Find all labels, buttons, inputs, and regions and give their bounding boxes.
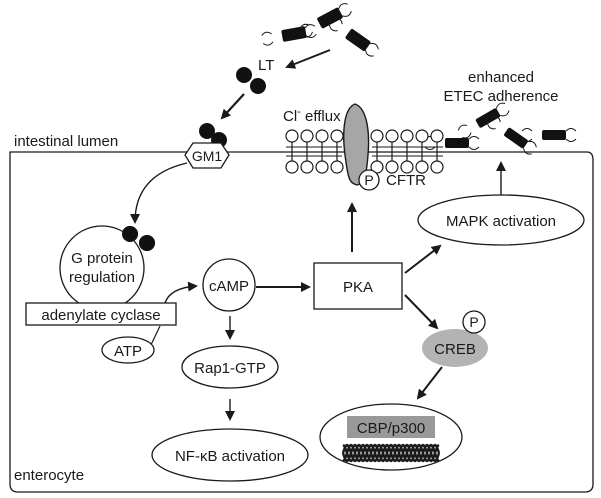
lipid-head: [285, 129, 299, 143]
cftr-phosphate-label: P: [364, 172, 373, 188]
toxin-ball-icon: [199, 123, 215, 139]
lipid-head: [315, 160, 329, 174]
adenylate-cyclase-label: adenylate cyclase: [41, 307, 160, 324]
etec-bacterium-icon: [424, 136, 480, 150]
lipid-head: [430, 129, 444, 143]
atp-node: [101, 336, 155, 364]
cl-efflux-label: Cl- efflux: [283, 106, 341, 125]
dna-helix-icon: [341, 443, 441, 463]
rap1-gtp-node: [181, 345, 279, 389]
cbp-p300-box: [347, 416, 435, 438]
arrow-cyclase-to-camp: [164, 281, 198, 304]
lipid-head: [430, 160, 444, 174]
nfkb-activation-label: NF-κB activation: [175, 448, 285, 465]
pka-label: PKA: [343, 279, 373, 296]
arrow-lt-to-gm1: [220, 93, 245, 120]
dna-strand: [342, 443, 440, 463]
lipid-head: [400, 129, 414, 143]
atp-label: ATP: [114, 343, 142, 360]
g-protein-label-line2: regulation: [69, 269, 135, 286]
enterocyte-cell-boundary: [9, 151, 594, 493]
creb-label: CREB: [434, 341, 476, 358]
etec-bacterium-icon: [521, 128, 577, 142]
lipid-head: [315, 129, 329, 143]
arrow-pka-to-creb: [404, 294, 439, 330]
arrow-creb-to-cbp: [416, 366, 443, 400]
creb-node: [422, 329, 488, 367]
lipid-head: [385, 129, 399, 143]
lipid-head: [330, 129, 344, 143]
gm1-label: GM1: [192, 148, 223, 164]
membrane-lipid-bilayer: [285, 129, 444, 174]
camp-label: cAMP: [209, 278, 249, 295]
arrow-pka-to-mapk: [404, 244, 442, 274]
nfkb-activation-node: [151, 428, 309, 482]
etec-bacterium-icon: [457, 102, 510, 139]
cftr-channel: [343, 103, 370, 186]
lipid-head: [285, 160, 299, 174]
lipid-head: [300, 129, 314, 143]
adhered-etec-bacteria: [424, 102, 577, 155]
phosphate-circle-icon: [358, 169, 380, 191]
creb-phosphate-label: P: [469, 314, 478, 330]
lipid-head: [385, 160, 399, 174]
etec-bacterium-icon: [487, 115, 537, 155]
lipid-head: [415, 160, 429, 174]
phosphate-circle-icon: [462, 310, 486, 334]
etec-bacterium-icon: [329, 17, 379, 57]
enterocyte-label: enterocyte: [14, 467, 84, 484]
cftr-label: CFTR: [386, 172, 426, 189]
enhanced-adherence-line1: enhanced: [468, 69, 534, 86]
etec-bacterium-icon: [261, 24, 317, 46]
lipid-head: [400, 160, 414, 174]
toxin-ball-icon: [236, 67, 252, 83]
adenylate-cyclase-box: [25, 302, 177, 326]
lipid-head: [370, 129, 384, 143]
etec-bacteria-top: [261, 3, 379, 57]
gm1-receptor: [184, 142, 230, 169]
arrow-bacteria-to-lt: [285, 49, 331, 69]
intestinal-lumen-label: intestinal lumen: [14, 133, 118, 150]
mapk-activation-label: MAPK activation: [446, 213, 556, 230]
toxin-ball-icon: [250, 78, 266, 94]
lipid-head: [300, 160, 314, 174]
pka-box: [313, 262, 403, 310]
g-protein-label-line1: G protein: [71, 250, 133, 267]
dna-strand: [341, 443, 441, 463]
dna-strand: [342, 443, 440, 463]
arrow-gm1-to-g-protein: [130, 162, 188, 224]
camp-node: [202, 258, 256, 312]
etec-bacterium-icon: [299, 3, 352, 38]
lipid-head: [330, 160, 344, 174]
lt-label: LT: [258, 57, 274, 74]
cbp-p300-label: CBP/p300: [357, 420, 425, 437]
enhanced-adherence-line2: ETEC adherence: [443, 88, 558, 105]
lipid-head: [415, 129, 429, 143]
lt-toxin: [236, 67, 266, 94]
rap1-gtp-label: Rap1-GTP: [194, 360, 266, 377]
